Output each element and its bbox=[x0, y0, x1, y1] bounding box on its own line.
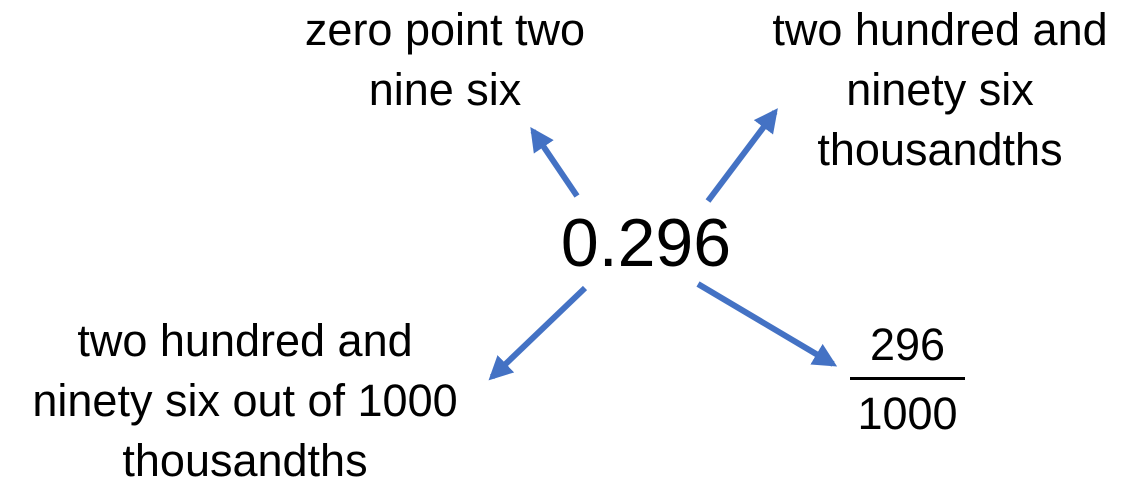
fraction-denominator: 1000 bbox=[857, 388, 958, 439]
arrow-bottom-right bbox=[696, 281, 838, 367]
label-out-of-1000: two hundred and ninety six out of 1000 t… bbox=[0, 311, 490, 491]
fraction-numerator: 296 bbox=[869, 319, 946, 370]
label-line: two hundred and bbox=[77, 315, 413, 366]
label-line: two hundred and bbox=[772, 4, 1108, 55]
label-line: ninety six bbox=[846, 64, 1034, 115]
center-decimal-value: 0.296 bbox=[560, 205, 732, 281]
fraction-bar bbox=[850, 377, 965, 380]
label-thousandths: two hundred and ninety six thousandths bbox=[740, 0, 1126, 180]
label-line: thousandths bbox=[817, 124, 1063, 175]
arrow-top-left bbox=[530, 127, 580, 198]
label-line: thousandths bbox=[122, 435, 368, 486]
arrow-bottom-left bbox=[488, 285, 588, 381]
fraction: 296 1000 bbox=[850, 317, 965, 442]
arrow-top-right bbox=[705, 108, 778, 203]
label-line: nine six bbox=[368, 64, 522, 115]
label-words-decimal: zero point two nine six bbox=[270, 0, 620, 120]
label-line: ninety six out of 1000 bbox=[32, 375, 458, 426]
label-line: zero point two bbox=[304, 4, 586, 55]
